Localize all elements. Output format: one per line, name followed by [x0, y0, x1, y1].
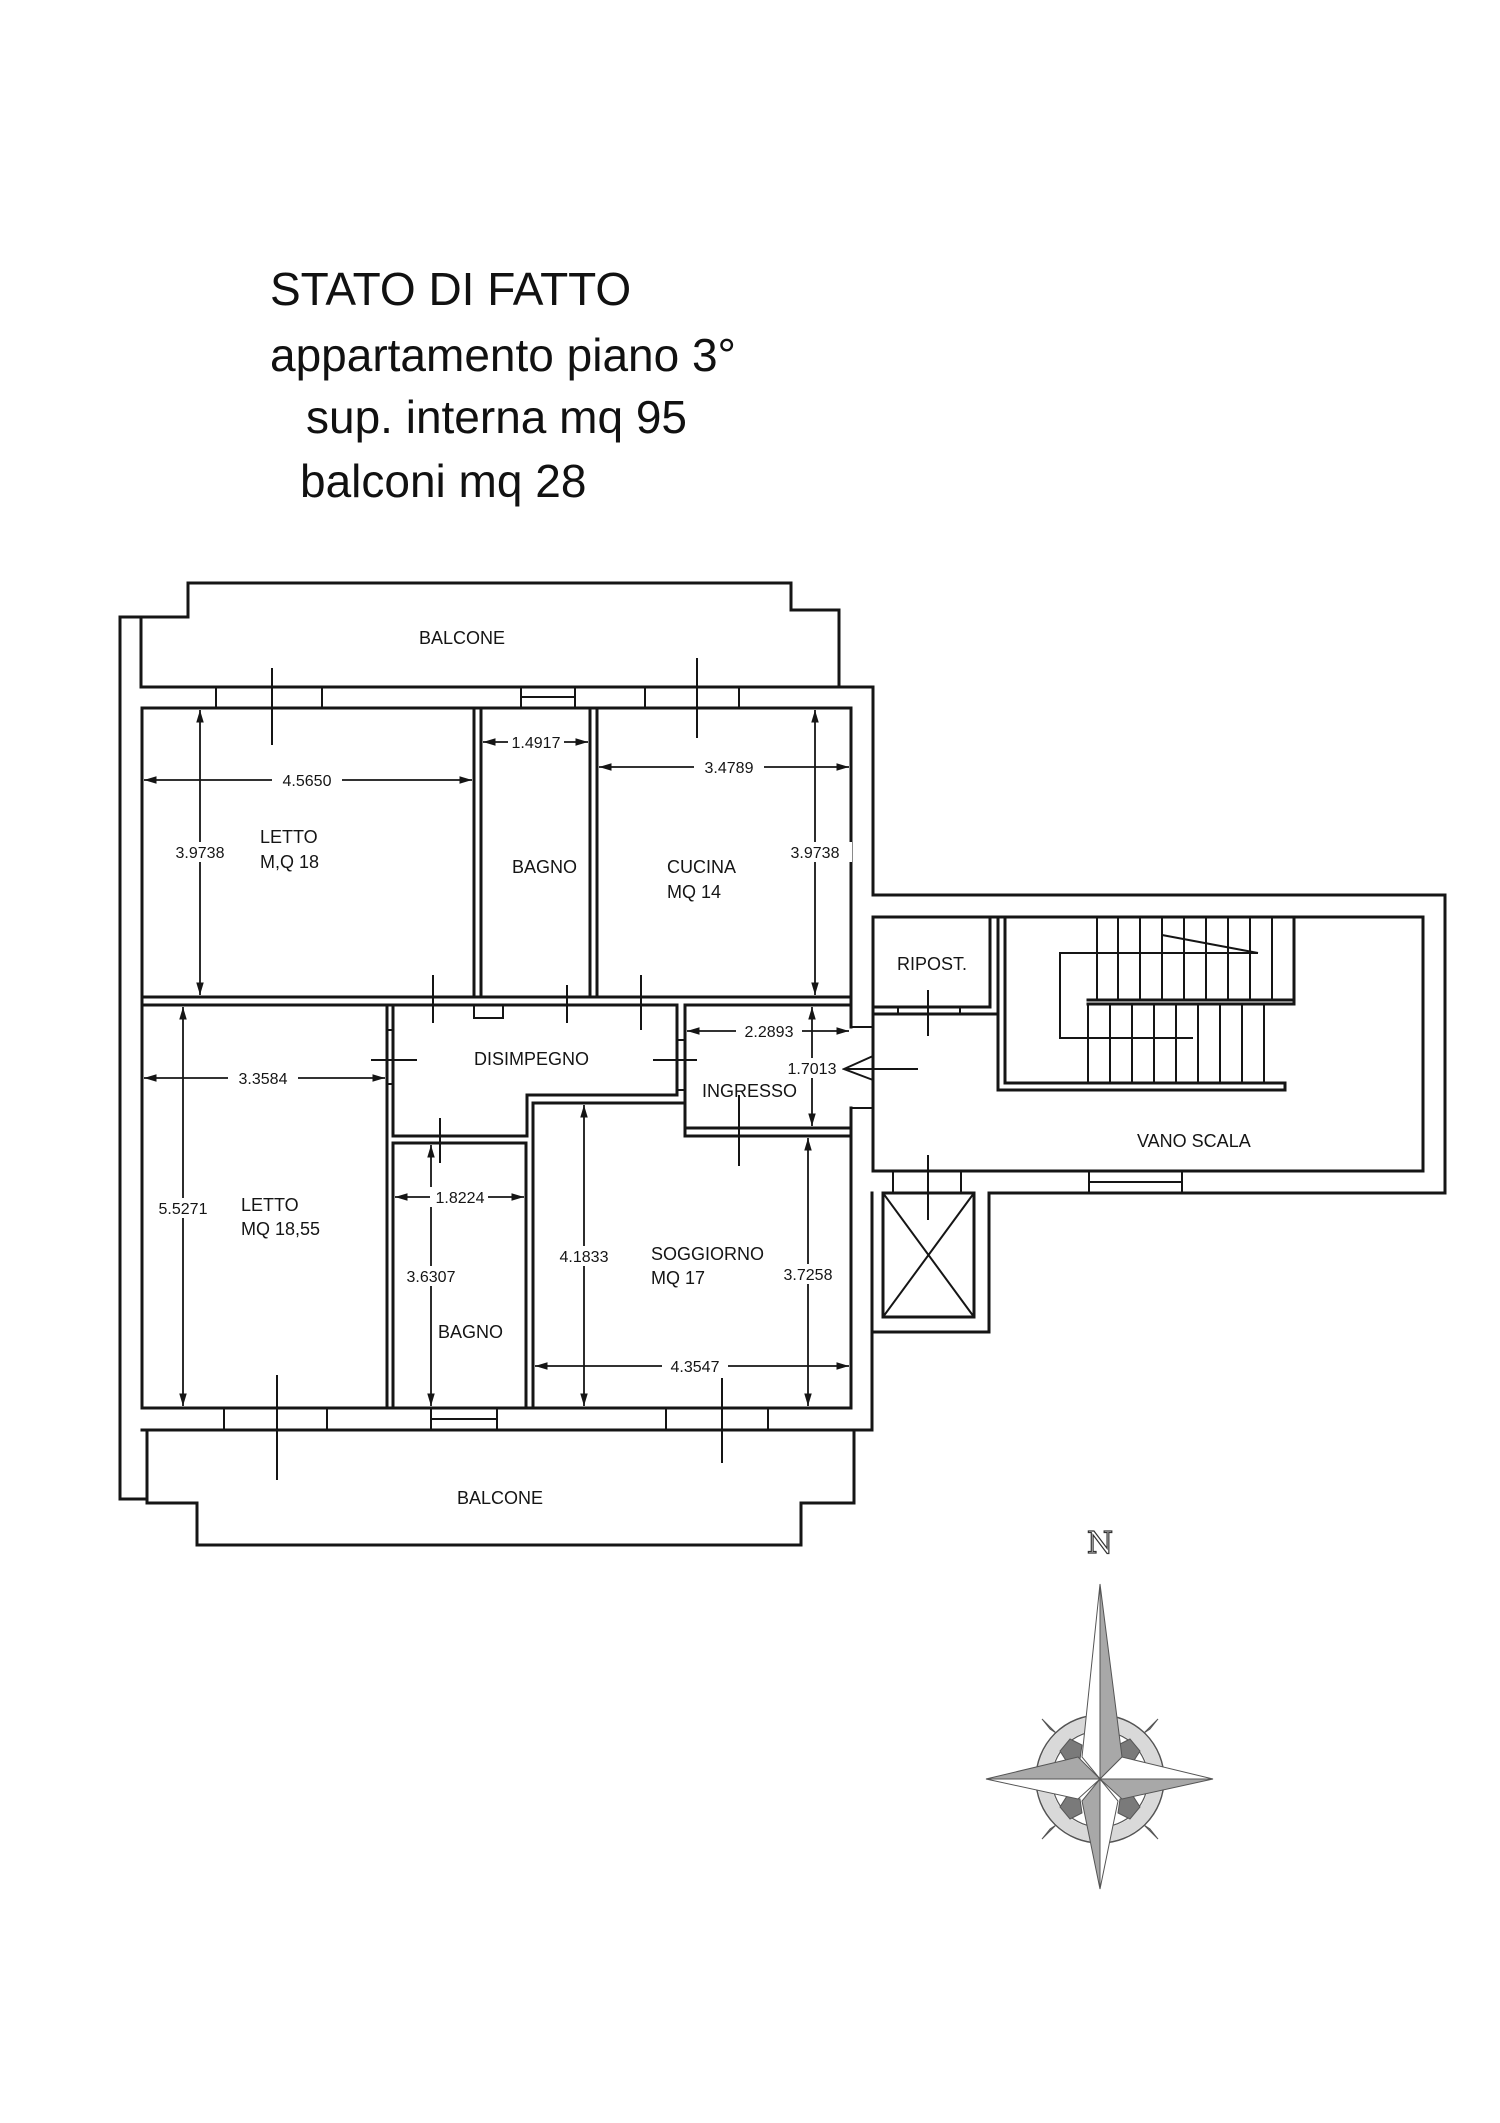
label-letto2: LETTO — [241, 1195, 299, 1215]
label-letto1: LETTO — [260, 827, 318, 847]
label-balcone-top: BALCONE — [419, 628, 505, 648]
north-label: N — [1087, 1526, 1113, 1561]
label-vano-scala: VANO SCALA — [1137, 1131, 1251, 1151]
dim-bagno2-height: 3.6307 — [407, 1269, 456, 1286]
dim-cucina-width: 3.4789 — [705, 760, 754, 777]
dim-soggiorno-width: 4.3547 — [671, 1359, 720, 1376]
internal-area: sup. interna mq 95 — [306, 391, 688, 443]
dim-letto2-height: 5.5271 — [159, 1201, 208, 1218]
dim-bagno1-width: 1.4917 — [512, 735, 561, 752]
label-bagno1: BAGNO — [512, 857, 577, 877]
lift-shaft — [870, 1155, 991, 1334]
dim-bagno2-width: 1.8224 — [436, 1190, 485, 1207]
dim-soggiorno-right-height: 3.7258 — [784, 1267, 833, 1284]
dim-ingresso-height: 1.7013 — [788, 1061, 837, 1078]
room-labels: BALCONE LETTO M,Q 18 BAGNO CUCINA MQ 14 … — [241, 628, 1251, 1508]
label-soggiorno-area: MQ 17 — [651, 1268, 705, 1288]
label-letto2-area: MQ 18,55 — [241, 1219, 320, 1239]
drawing-title: STATO DI FATTO — [270, 263, 632, 315]
dimension-labels: 4.5650 3.9738 1.4917 3.4789 3.9738 3.358… — [150, 732, 852, 1376]
label-cucina: CUCINA — [667, 857, 736, 877]
label-bagno2: BAGNO — [438, 1322, 503, 1342]
door-markers — [271, 658, 740, 1480]
dim-soggiorno-left-height: 4.1833 — [560, 1249, 609, 1266]
label-cucina-area: MQ 14 — [667, 882, 721, 902]
label-letto1-area: M,Q 18 — [260, 852, 319, 872]
dim-letto1-width: 4.5650 — [283, 773, 332, 790]
balcony-top — [118, 581, 841, 689]
label-disimpegno: DISIMPEGNO — [474, 1049, 589, 1069]
label-balcone-bottom: BALCONE — [457, 1488, 543, 1508]
dim-letto2-width: 3.3584 — [239, 1071, 288, 1088]
exterior-walls — [118, 615, 875, 1501]
label-soggiorno: SOGGIORNO — [651, 1244, 764, 1264]
stair-treads-lower — [1087, 1004, 1265, 1083]
dim-ingresso-width: 2.2893 — [745, 1024, 794, 1041]
compass-rose: N — [985, 1525, 1214, 1890]
apartment-floor: appartamento piano 3° — [270, 329, 736, 381]
entry-door — [841, 1026, 918, 1109]
top-windows — [215, 686, 740, 709]
bottom-windows — [223, 1407, 769, 1431]
label-ripostiglio: RIPOST. — [897, 954, 967, 974]
interior-walls — [140, 706, 853, 1410]
label-ingresso: INGRESSO — [702, 1081, 797, 1101]
stair-block — [871, 893, 1447, 1195]
dim-cucina-height: 3.9738 — [791, 845, 840, 862]
dim-letto1-height: 3.9738 — [176, 845, 225, 862]
balcony-bottom — [145, 1428, 856, 1547]
balcony-area: balconi mq 28 — [300, 455, 587, 507]
stair-treads-upper — [1096, 917, 1273, 1000]
